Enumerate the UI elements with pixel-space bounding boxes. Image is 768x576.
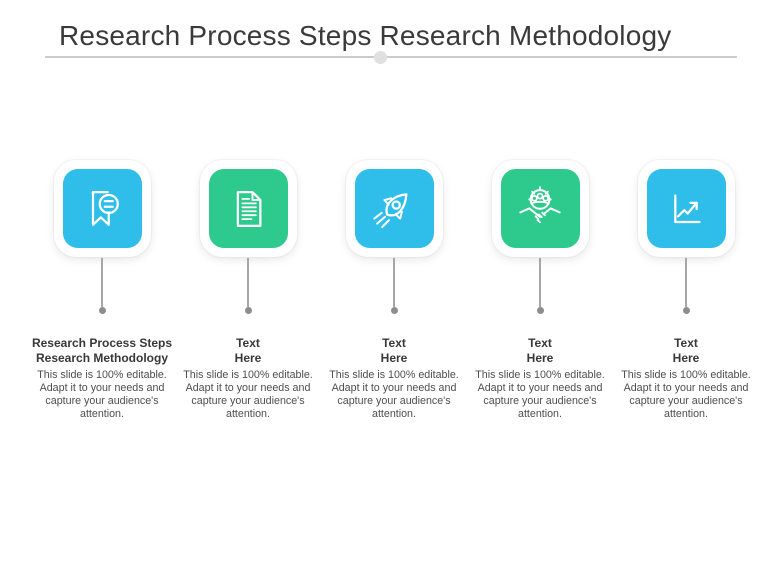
- connector-line: [393, 258, 395, 307]
- step-heading: Text Here: [526, 336, 554, 365]
- title-underline-dot: [374, 51, 387, 64]
- title-underline: [45, 56, 737, 58]
- connector-line: [247, 258, 249, 307]
- step-description: This slide is 100% editable. Adapt it to…: [329, 369, 459, 420]
- connector-dot: [244, 307, 252, 314]
- step-description: This slide is 100% editable. Adapt it to…: [37, 369, 167, 420]
- icon-card: [53, 160, 151, 257]
- certificate-icon: [62, 169, 142, 248]
- connector-dot: [98, 307, 106, 314]
- step-heading: Research Process Steps Research Methodol…: [31, 336, 173, 365]
- step-description: This slide is 100% editable. Adapt it to…: [621, 369, 751, 420]
- icon-card: [637, 160, 735, 257]
- connector-line: [101, 258, 103, 307]
- connector-line: [685, 258, 687, 307]
- step-heading: Text Here: [672, 336, 700, 365]
- process-step-2: Text Here This slide is 100% editable. A…: [175, 160, 321, 421]
- process-step-1: Research Process Steps Research Methodol…: [29, 160, 175, 421]
- step-heading: Text Here: [234, 336, 262, 365]
- handshake-icon: [500, 169, 580, 248]
- connector-dot: [682, 307, 690, 314]
- connector-line: [539, 258, 541, 307]
- connector-dot: [390, 307, 398, 314]
- step-description: This slide is 100% editable. Adapt it to…: [475, 369, 605, 420]
- document-icon: [208, 169, 288, 248]
- connector-dot: [536, 307, 544, 314]
- process-step-5: Text Here This slide is 100% editable. A…: [613, 160, 759, 421]
- page-title: Research Process Steps Research Methodol…: [59, 20, 672, 51]
- icon-card: [345, 160, 443, 257]
- rocket-icon: [354, 169, 434, 248]
- line-chart-icon: [646, 169, 726, 248]
- step-description: This slide is 100% editable. Adapt it to…: [183, 369, 313, 420]
- process-step-4: Text Here This slide is 100% editable. A…: [467, 160, 613, 421]
- process-steps-row: Research Process Steps Research Methodol…: [29, 160, 751, 421]
- process-step-3: Text Here This slide is 100% editable. A…: [321, 160, 467, 421]
- icon-card: [199, 160, 297, 257]
- icon-card: [491, 160, 589, 257]
- step-heading: Text Here: [380, 336, 408, 365]
